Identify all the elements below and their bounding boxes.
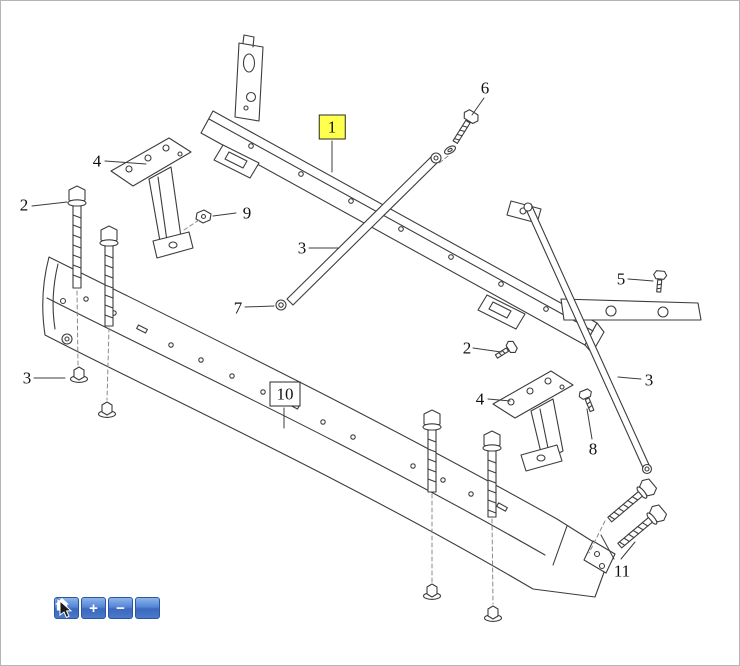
callout-6[interactable]: 6 — [480, 78, 490, 98]
leader-lines — [31, 97, 654, 560]
callout-8[interactable]: 8 — [588, 439, 598, 459]
mouse-cursor-icon — [59, 600, 73, 619]
callout-10[interactable]: 10 — [269, 381, 301, 407]
bolt-11a — [607, 478, 658, 523]
stay-rod-right — [506, 200, 653, 475]
minus-icon: − — [116, 599, 125, 617]
screw-2-mid — [494, 340, 518, 359]
bolt-left-1 — [67, 185, 87, 289]
bolt-center-2 — [482, 430, 502, 518]
callout-7[interactable]: 7 — [233, 298, 243, 318]
callout-4-right[interactable]: 4 — [475, 389, 485, 409]
side-bracket-left — [110, 137, 194, 259]
bumper-beam — [42, 256, 616, 598]
right-extension-arm — [560, 298, 702, 321]
bolt-6 — [452, 109, 479, 144]
callout-3-right[interactable]: 3 — [644, 370, 654, 390]
bolt-11b — [617, 504, 668, 549]
callout-2-left[interactable]: 2 — [19, 195, 29, 215]
bolt-left-2 — [99, 225, 119, 327]
zoom-in-button[interactable]: + — [81, 597, 106, 619]
callout-9[interactable]: 9 — [242, 203, 252, 223]
screw-8 — [578, 388, 595, 413]
callout-2-mid[interactable]: 2 — [462, 338, 472, 358]
flange-nut-1 — [69, 366, 89, 383]
callout-11[interactable]: 11 — [613, 561, 631, 581]
flange-nut-2 — [97, 401, 117, 418]
callout-5[interactable]: 5 — [616, 269, 626, 289]
nut-7 — [275, 299, 287, 311]
flange-nut-4 — [483, 605, 503, 622]
nut-9 — [195, 209, 212, 224]
flange-nut-3 — [422, 583, 442, 600]
bolt-center-1 — [422, 409, 442, 493]
plus-icon: + — [89, 599, 98, 617]
callout-3-left[interactable]: 3 — [22, 368, 32, 388]
side-bracket-right — [492, 370, 574, 472]
washer-6 — [444, 145, 456, 155]
zoom-out-button[interactable]: − — [108, 597, 133, 619]
rail-top-bracket — [234, 34, 264, 122]
callout-1[interactable]: 1 — [318, 114, 346, 140]
screw-5 — [653, 270, 668, 293]
callout-4-left[interactable]: 4 — [92, 151, 102, 171]
alignment-lines — [76, 155, 606, 605]
callout-3-upper[interactable]: 3 — [297, 238, 307, 258]
home-button[interactable] — [55, 597, 160, 619]
stay-rod-upper — [286, 152, 442, 306]
upper-rail — [200, 110, 605, 354]
